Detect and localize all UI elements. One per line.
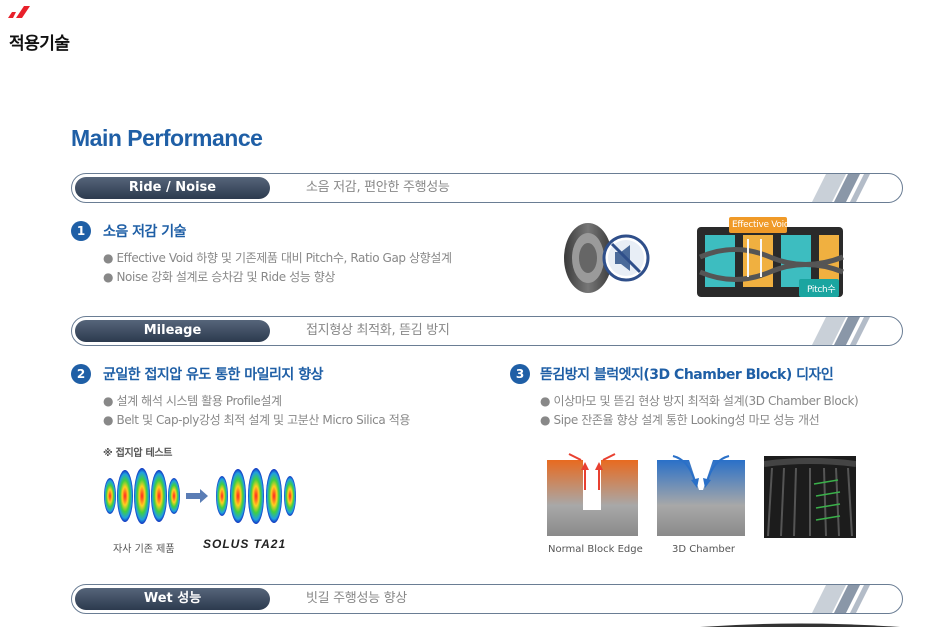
item-number-badge: 2	[71, 364, 91, 384]
item-title: 뜯김방지 블럭엣지(3D Chamber Block) 디자인	[540, 367, 834, 383]
item-bullet: ● 이상마모 및 뜯김 현상 방지 최적화 설계(3D Chamber Bloc…	[540, 394, 859, 408]
slash-decoration-icon	[812, 174, 870, 202]
chamber-block-illustration	[657, 455, 745, 536]
item-bullet: ● Effective Void 하향 및 기존제품 대비 Pitch수, Ra…	[103, 251, 452, 265]
section-subtitle: 소음 저감, 편안한 주행성능	[306, 180, 450, 195]
chamber-caption: 3D Chamber	[672, 544, 736, 555]
page-heading: 적용기술	[9, 34, 70, 54]
section-subtitle: 접지형상 최적화, 뜯김 방지	[306, 323, 450, 338]
section-subtitle: 빗길 주행성능 향상	[306, 591, 407, 606]
item-bullet: ● 설계 해석 시스템 활용 Profile설계	[103, 394, 282, 408]
tire-noise-illustration	[564, 223, 650, 293]
section-bar-ride-noise: Ride / Noise 소음 저감, 편안한 주행성능	[71, 173, 903, 203]
item-title: 균일한 접지압 유도 통한 마일리지 향상	[103, 367, 323, 383]
wet-image-edge	[700, 623, 900, 627]
brand-logo: SOLUS TA21	[203, 537, 287, 551]
item-bullet: ● Noise 강화 설계로 승차감 및 Ride 성능 향상	[103, 270, 336, 284]
item-number-badge: 3	[510, 364, 530, 384]
brand-mark-icon	[8, 6, 30, 18]
tread-pattern-illustration	[697, 217, 844, 297]
main-title: Main Performance	[71, 125, 263, 151]
section-label: Ride / Noise	[75, 177, 270, 199]
item-title: 소음 저감 기술	[103, 224, 187, 240]
normal-block-edge-illustration	[547, 453, 638, 536]
slash-decoration-icon	[812, 585, 870, 613]
item-bullet: ● Sipe 잔존율 향상 설계 통한 Looking성 마모 성능 개선	[540, 413, 820, 427]
pressure-test-label: ※ 접지압 테스트	[103, 448, 173, 459]
normal-block-caption: Normal Block Edge	[548, 544, 643, 555]
footprint-comparison-illustration	[104, 468, 296, 524]
effective-void-label: Effective Void	[732, 220, 790, 230]
worn-tire-photo	[764, 456, 856, 538]
pitch-label: Pitch수	[807, 285, 836, 295]
item-bullet: ● Belt 및 Cap-ply강성 최적 설계 및 고분산 Micro Sil…	[103, 413, 410, 427]
section-label: Wet 성능	[75, 588, 270, 610]
section-bar-mileage: Mileage 접지형상 최적화, 뜯김 방지	[71, 316, 903, 346]
section-bar-wet: Wet 성능 빗길 주행성능 향상	[71, 584, 903, 614]
section-label: Mileage	[75, 320, 270, 342]
item-number-badge: 1	[71, 221, 91, 241]
slash-decoration-icon	[812, 317, 870, 345]
existing-product-caption: 자사 기존 제품	[113, 544, 175, 555]
